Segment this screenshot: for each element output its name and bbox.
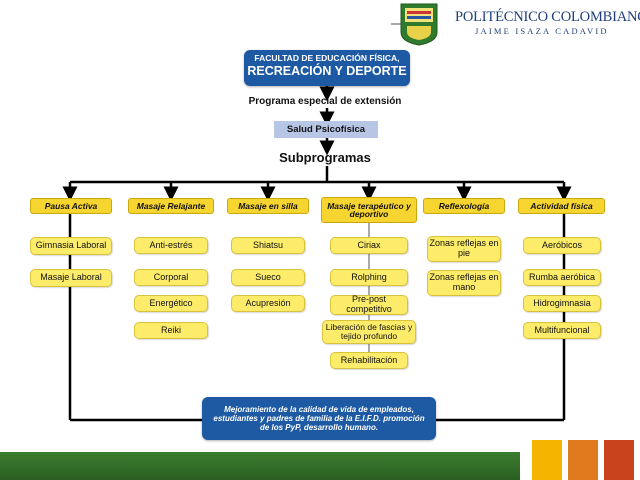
red-square <box>604 440 634 480</box>
item-rumba-aerobica: Rumba aeróbica <box>523 269 601 286</box>
item-zonas-pie: Zonas reflejas en pie <box>427 236 501 262</box>
item-aerobicos: Aeróbicos <box>523 237 601 254</box>
faculty-line2: RECREACIÓN Y DEPORTE <box>247 63 407 78</box>
org-subname: JAIME ISAZA CADAVID <box>475 26 609 36</box>
item-multifuncional: Multifuncional <box>523 322 601 339</box>
org-name: POLITÉCNICO COLOMBIANO <box>455 9 640 25</box>
item-anti-estres: Anti-estrés <box>134 237 208 254</box>
ground-strip <box>0 452 520 480</box>
item-hidrogimnasia: Hidrogimnasia <box>523 295 601 312</box>
orange-square <box>568 440 598 480</box>
goal-box: Mejoramiento de la calidad de vida de em… <box>202 397 436 440</box>
yellow-square <box>532 440 562 480</box>
item-acupresion: Acupresión <box>231 295 305 312</box>
item-masaje-laboral: Masaje Laboral <box>30 269 112 287</box>
item-liberacion-fascias: Liberación de fascias y tejido profundo <box>322 320 416 344</box>
item-shiatsu: Shiatsu <box>231 237 305 254</box>
category-pausa-activa: Pausa Activa <box>30 198 112 214</box>
program-label: Programa especial de extensión <box>248 96 402 107</box>
category-masaje-terapeutico: Masaje terapéutico y deportivo <box>321 197 417 223</box>
item-rolphing: Rolphing <box>330 269 408 286</box>
category-actividad-fisica: Actividad física <box>518 198 605 214</box>
faculty-line1: FACULTAD DE EDUCACIÓN FÍSICA, <box>254 53 400 63</box>
category-masaje-en-silla: Masaje en silla <box>227 198 309 214</box>
item-gimnasia-laboral: Gimnasia Laboral <box>30 237 112 255</box>
item-sueco: Sueco <box>231 269 305 286</box>
item-corporal: Corporal <box>134 269 208 286</box>
faculty-box: FACULTAD DE EDUCACIÓN FÍSICA, RECREACIÓN… <box>244 50 410 86</box>
item-rehabilitacion: Rehabilitación <box>330 352 408 369</box>
item-reiki: Reiki <box>134 322 208 339</box>
subprogramas-label: Subprogramas <box>279 150 371 165</box>
salud-box: Salud Psicofísica <box>274 121 378 138</box>
item-energetico: Energético <box>134 295 208 312</box>
item-ciriax: Ciriax <box>330 237 408 254</box>
item-pre-post-competitivo: Pre-post competitivo <box>330 294 408 315</box>
category-masaje-relajante: Masaje Relajante <box>128 198 214 214</box>
category-reflexologia: Reflexología <box>423 198 505 214</box>
item-zonas-mano: Zonas reflejas en mano <box>427 270 501 296</box>
logo-icon <box>391 3 438 46</box>
